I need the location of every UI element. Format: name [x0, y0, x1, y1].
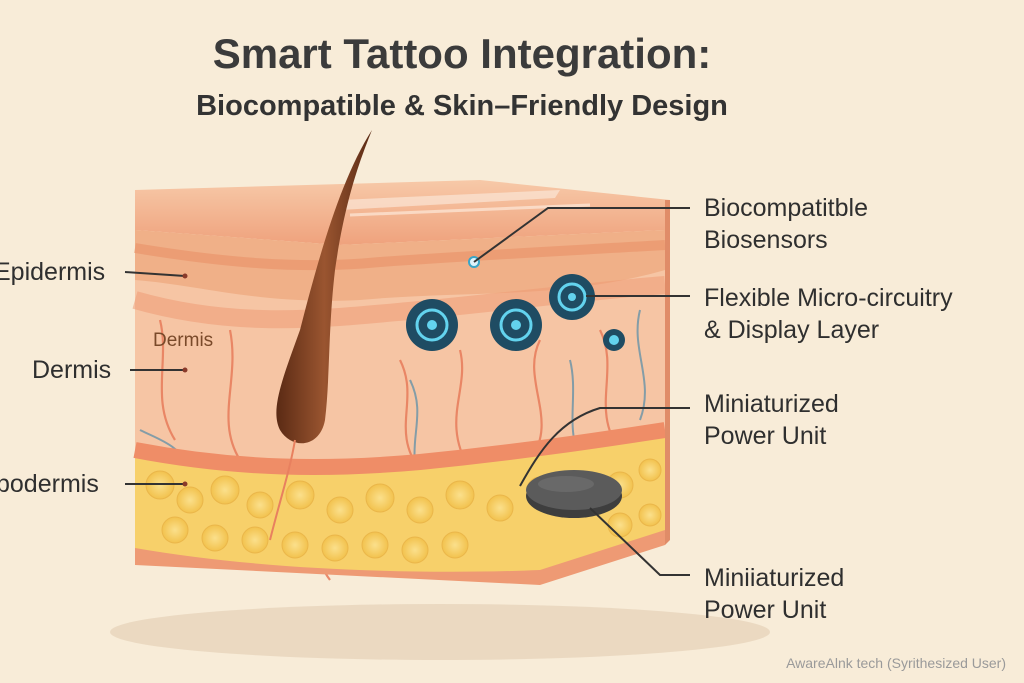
label-circuitry-line2: & Display Layer — [704, 316, 880, 344]
label-biosensors-line2: Biosensors — [704, 226, 828, 254]
label-power-unit-1: Miniaturized Power Unit — [704, 388, 839, 452]
label-circuitry-line1: Flexible Micro-circuitry — [704, 284, 953, 312]
block-shadow — [110, 604, 770, 660]
label-circuitry: Flexible Micro-circuitry & Display Layer — [704, 282, 953, 346]
label-dermis: Dermis — [32, 356, 112, 384]
credit-text: AwareAlnk tech (Syrithesized User) — [786, 655, 1006, 671]
label-biosensors-line1: Biocompatitble — [704, 194, 868, 222]
sensor-2 — [490, 299, 542, 351]
label-power-unit-1-line1: Miniaturized — [704, 390, 839, 418]
label-power-unit-1-line2: Power Unit — [704, 422, 827, 450]
sensor-4 — [603, 329, 625, 351]
label-power-unit-2: Miniiaturized Power Unit — [704, 562, 844, 626]
label-hypodermis: podermis — [0, 470, 99, 498]
label-dermis-inner: Dermis — [153, 330, 214, 351]
hair-follicle — [276, 130, 372, 444]
page-title: Smart Tattoo Integration: — [212, 30, 712, 77]
sensor-1 — [406, 299, 458, 351]
label-epidermis: Epidermis — [0, 258, 106, 286]
sensor-3 — [549, 274, 595, 320]
label-power-unit-2-line1: Miniiaturized — [704, 564, 845, 592]
label-biosensors: Biocompatitble Biosensors — [704, 192, 868, 256]
label-power-unit-2-line2: Power Unit — [704, 596, 827, 624]
power-unit — [526, 470, 622, 518]
page-subtitle: Biocompatible & Skin–Friendly Design — [196, 90, 728, 122]
leader-lines — [124, 207, 690, 576]
